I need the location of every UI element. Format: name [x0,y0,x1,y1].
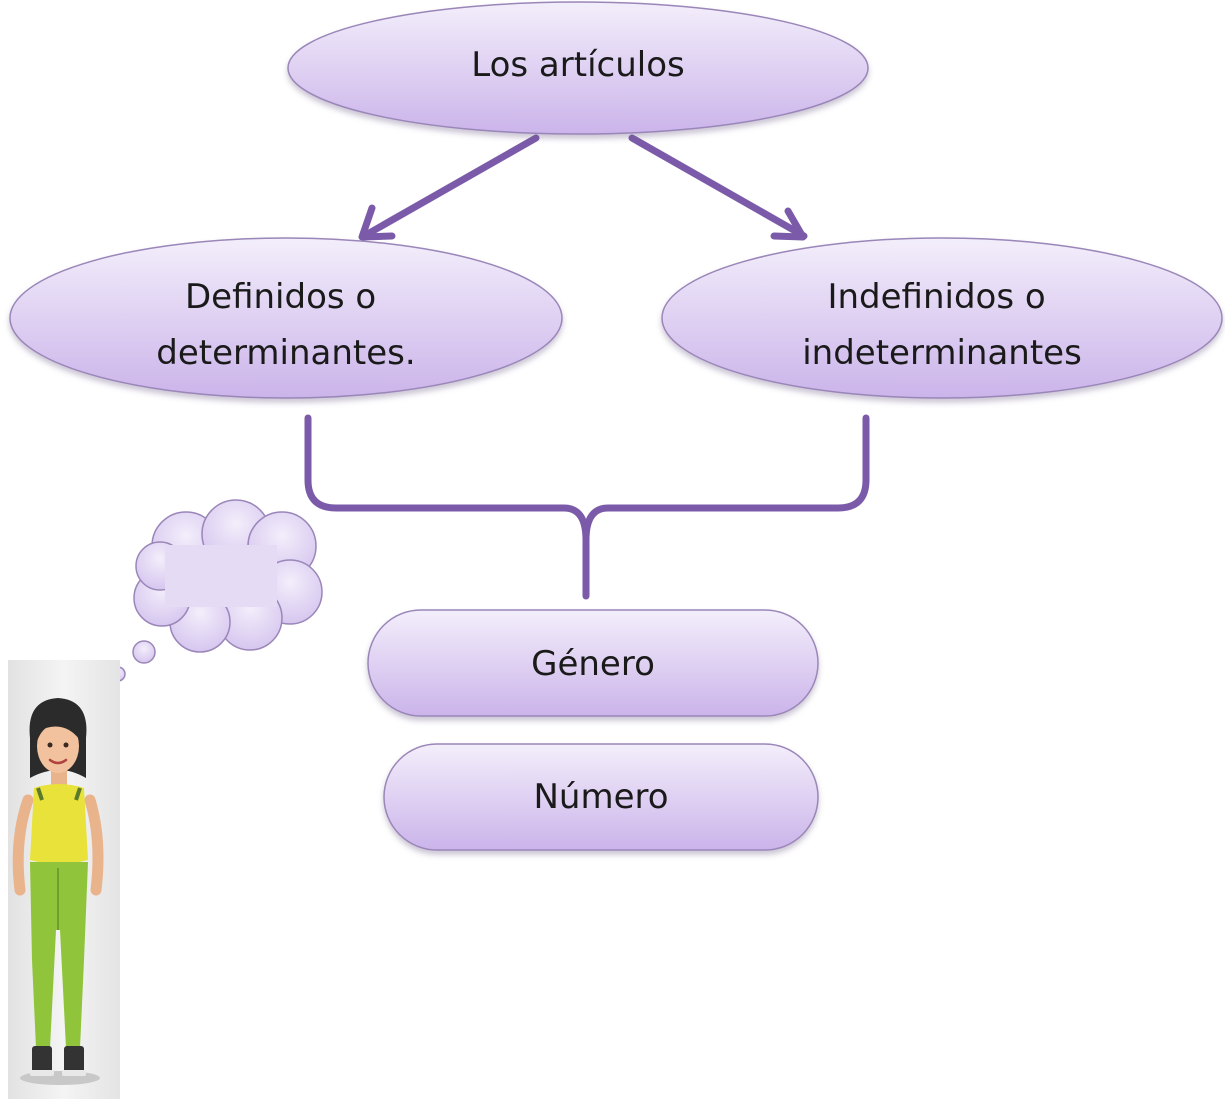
feature-node-numero: Número [383,743,819,851]
branch-node-definidos: Definidos o determinantes. [9,237,563,399]
thought-bubble-icon [91,499,323,695]
brace-connector [304,414,870,600]
connectors [304,134,870,600]
arrowhead-indefinidos [770,207,807,241]
branch-definidos-line-1: Definidos o [185,277,376,317]
branch-definidos-line-2: determinantes. [156,333,415,373]
feature-node-genero: Género [367,609,819,717]
woman-illustration [8,660,120,1099]
svg-text:Indefinidos o indetermin: Indefinidos o indeterminantes [802,277,1082,373]
feature-genero-label: Género [531,644,655,684]
branch-indefinidos-line-1: Indefinidos o [827,277,1045,317]
root-node-label: Los artículos [471,45,684,85]
arrow-root-to-indefinidos [628,134,808,240]
feature-numero-label: Número [533,777,668,817]
svg-text:Definidos o determinante: Definidos o determinantes. [156,277,415,373]
arrow-root-to-definidos [360,134,540,240]
branch-indefinidos-line-2: indeterminantes [802,333,1082,373]
branch-node-indefinidos: Indefinidos o indeterminantes [661,237,1223,399]
arrowhead-definidos [358,204,396,241]
root-node: Los artículos [287,1,869,135]
